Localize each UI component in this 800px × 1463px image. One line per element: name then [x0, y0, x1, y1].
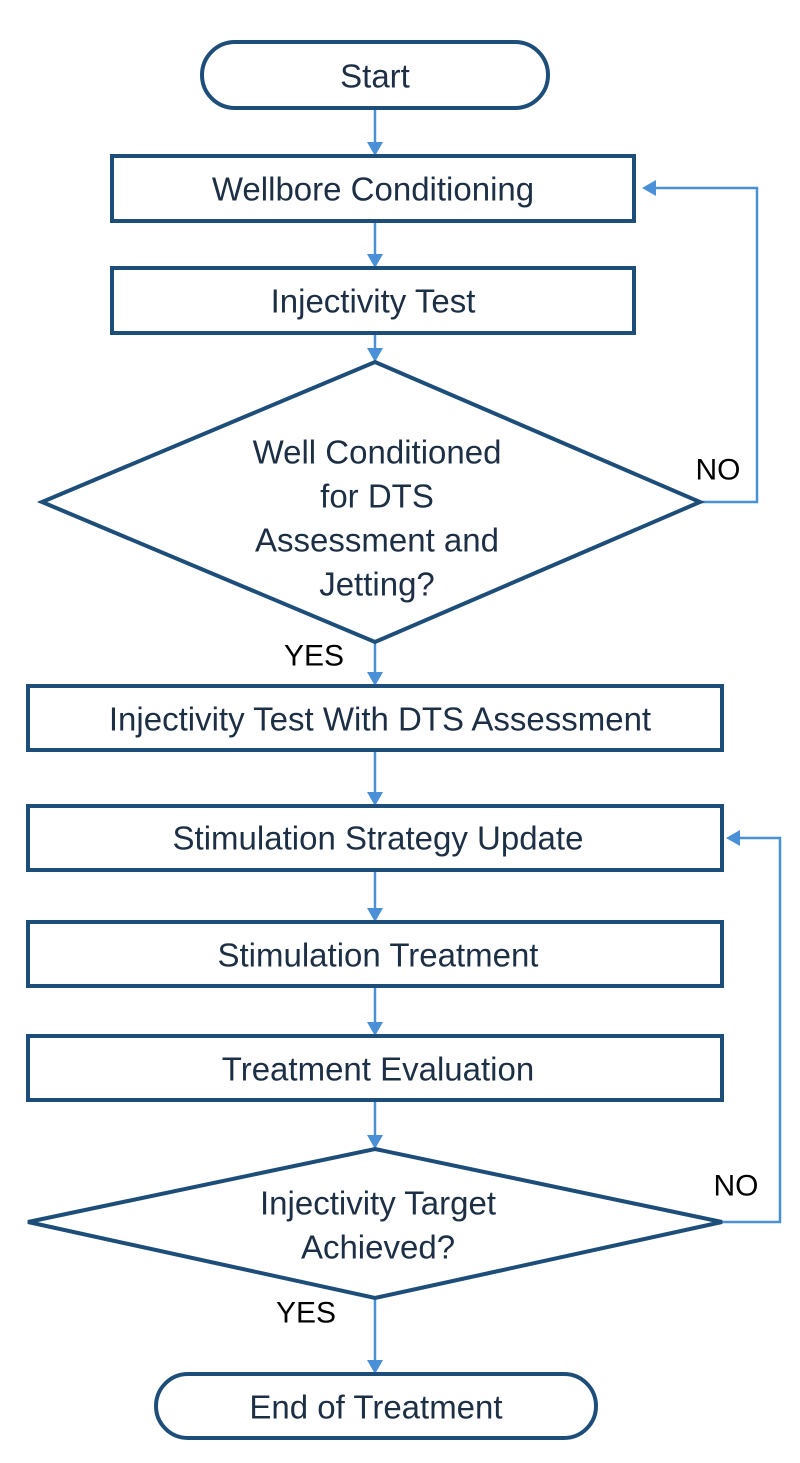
stimulation-strategy-update-box: [26, 804, 724, 872]
start-terminal: [200, 40, 550, 110]
arrowhead: [367, 1022, 383, 1036]
arrowhead: [367, 792, 383, 806]
no-label-2: NO: [714, 1170, 759, 1203]
arrowhead: [367, 672, 383, 686]
decision-line-1: Injectivity Target: [260, 1185, 496, 1222]
no-label-1: NO: [696, 454, 741, 487]
stimulation-treatment-label: Stimulation Treatment: [218, 937, 539, 974]
treatment-evaluation-label: Treatment Evaluation: [222, 1051, 534, 1088]
yes-label-1: YES: [284, 640, 344, 673]
injectivity-test-label: Injectivity Test: [271, 283, 476, 320]
injectivity-test-box: [110, 266, 636, 335]
arrowhead: [367, 142, 383, 156]
injectivity-test-dts-label: Injectivity Test With DTS Assessment: [109, 701, 651, 738]
decision-line-3: Assessment and: [255, 522, 499, 559]
node-stimulation-strategy-update: Stimulation Strategy Update: [26, 804, 724, 872]
arrowhead: [642, 180, 656, 196]
decision-line-4: Jetting?: [319, 566, 435, 603]
decision-line-2: for DTS: [320, 478, 434, 515]
start-label: Start: [340, 58, 410, 95]
arrow-no-loop-to-wellbore: [652, 186, 759, 504]
node-start: Start: [200, 40, 550, 110]
injectivity-test-dts-box: [26, 684, 724, 752]
node-injectivity-test-dts: Injectivity Test With DTS Assessment: [26, 684, 724, 752]
stimulation-strategy-update-label: Stimulation Strategy Update: [173, 820, 584, 857]
arrowhead: [726, 830, 740, 846]
decision-diamond: [27, 1146, 723, 1301]
arrow-no-loop-to-strategy: [722, 836, 782, 1224]
end-terminal: [154, 1372, 598, 1440]
arrowhead: [367, 1360, 383, 1374]
node-wellbore-conditioning: Wellbore Conditioning: [110, 154, 636, 223]
wellbore-conditioning-label: Wellbore Conditioning: [212, 171, 534, 208]
yes-label-2: YES: [276, 1297, 336, 1330]
connectors: [367, 108, 782, 1374]
decision-line-2: Achieved?: [301, 1229, 455, 1266]
wellbore-conditioning-box: [110, 154, 636, 223]
node-stimulation-treatment: Stimulation Treatment: [26, 920, 724, 988]
arrowhead: [367, 348, 383, 362]
end-label: End of Treatment: [249, 1389, 502, 1426]
stimulation-treatment-box: [26, 920, 724, 988]
arrowhead: [367, 1135, 383, 1149]
node-injectivity-test: Injectivity Test: [110, 266, 636, 335]
arrowhead: [367, 908, 383, 922]
decision-target-achieved: Injectivity Target Achieved?: [27, 1146, 723, 1301]
treatment-evaluation-box: [26, 1034, 724, 1102]
arrowhead: [367, 254, 383, 268]
decision-line-1: Well Conditioned: [253, 434, 502, 471]
decision-diamond: [36, 359, 706, 645]
node-end: End of Treatment: [154, 1372, 598, 1440]
decision-well-conditioned: Well Conditioned for DTS Assessment and …: [36, 359, 706, 645]
node-treatment-evaluation: Treatment Evaluation: [26, 1034, 724, 1102]
